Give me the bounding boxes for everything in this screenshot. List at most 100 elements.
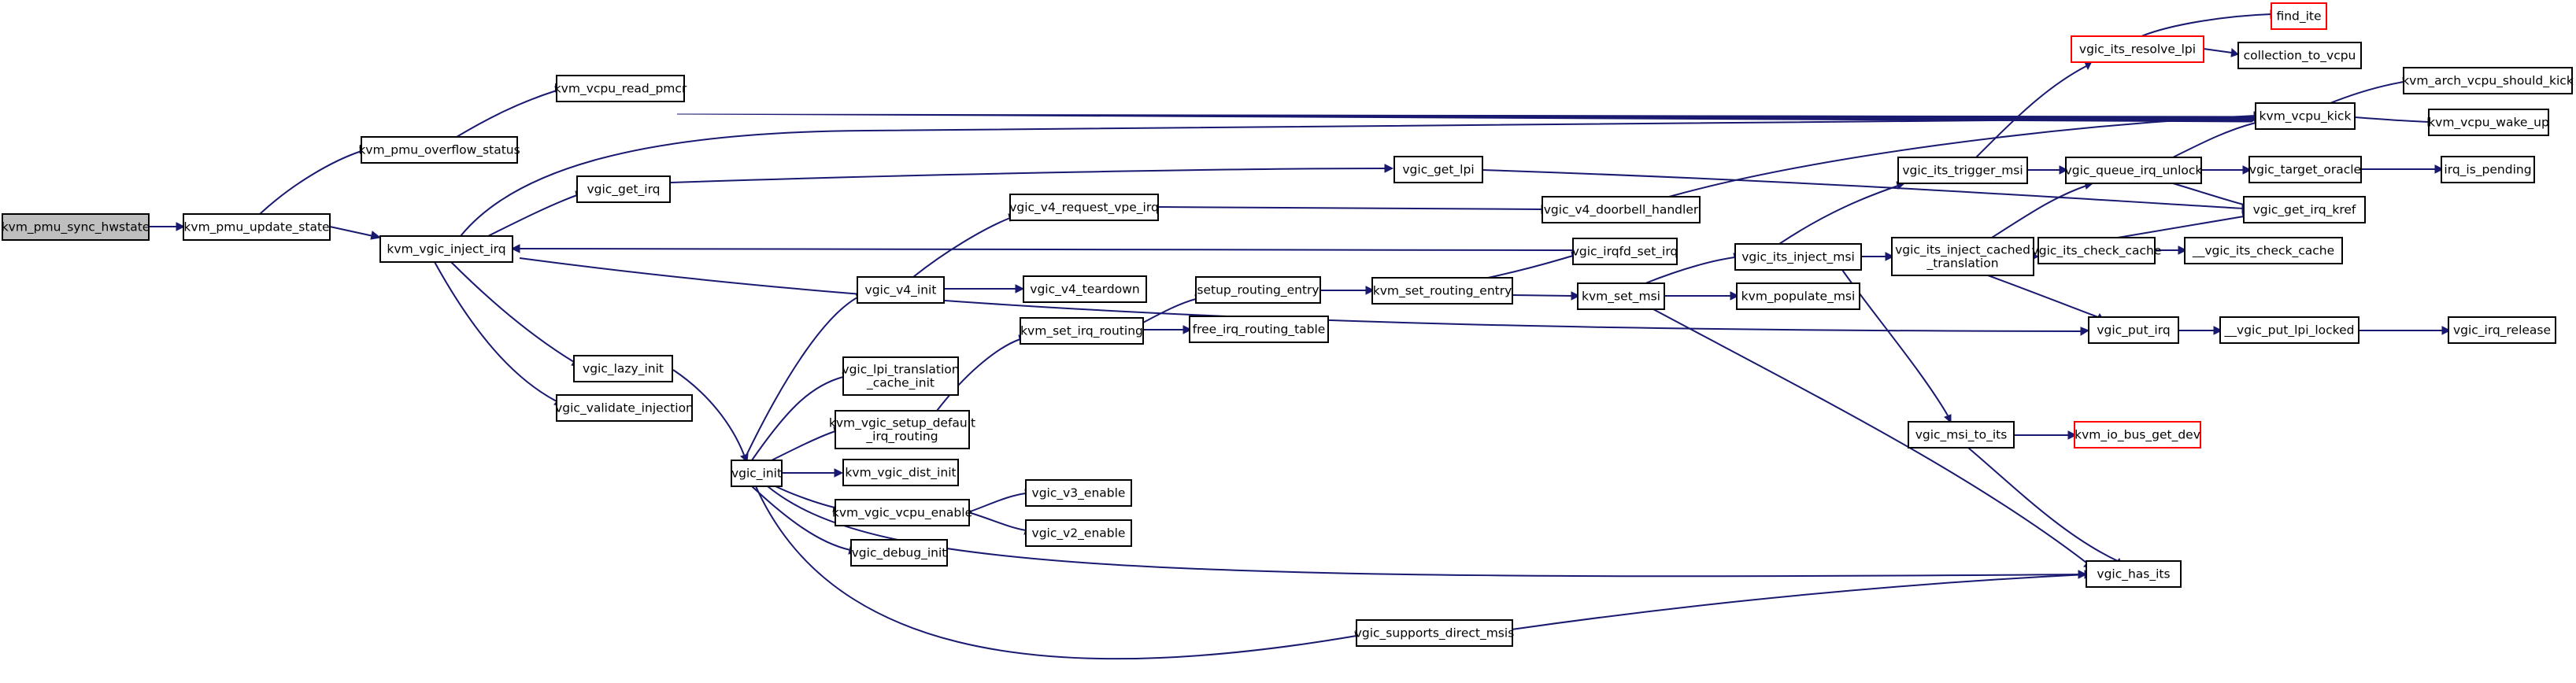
function-node-vgic-its-check-cache[interactable]: __vgic_its_check_cache <box>2184 237 2343 264</box>
call-edge-arrowhead <box>1571 291 1581 301</box>
call-edge <box>1987 275 2104 322</box>
function-node-kvm-vcpu-read-pmcr[interactable]: kvm_vcpu_read_pmcr <box>554 75 687 102</box>
function-node-box <box>183 213 331 241</box>
function-node-kvm-set-routing-entry[interactable]: kvm_set_routing_entry <box>1371 277 1513 305</box>
function-node-kvm-vcpu-wake-up[interactable]: kvm_vcpu_wake_up <box>2428 109 2549 136</box>
call-edge <box>1967 447 2123 567</box>
function-node-irq-is-pending[interactable]: irq_is_pending <box>2441 156 2535 183</box>
function-node-vgic-its-trigger-msi[interactable]: vgic_its_trigger_msi <box>1897 157 2028 184</box>
function-node-kvm-vgic-vcpu-enable[interactable]: kvm_vgic_vcpu_enable <box>832 499 972 526</box>
function-node-vgic-get-lpi[interactable]: vgic_get_lpi <box>1393 156 1483 183</box>
call-edge <box>1664 291 1740 301</box>
function-node-setup-routing-entry[interactable]: setup_routing_entry <box>1195 276 1321 304</box>
function-node-box <box>2088 316 2179 344</box>
function-node-vgic-v4-request-vpe-irq[interactable]: vgic_v4_request_vpe_irq <box>1009 194 1159 221</box>
function-node-vgic-its-inject-cached-translation[interactable]: vgic_its_inject_cached_translation <box>1891 237 2034 276</box>
function-node-vgic-lazy-init[interactable]: vgic_lazy_init <box>573 355 673 382</box>
function-node-label: free_irq_routing_table <box>1193 323 1326 338</box>
function-node-vgic-get-irq-kref[interactable]: vgic_get_irq_kref <box>2243 196 2366 223</box>
function-node-vgic-v4-doorbell-handler[interactable]: vgic_v4_doorbell_handler <box>1542 196 1701 223</box>
call-edge-arrowhead <box>510 244 520 253</box>
function-node-kvm-pmu-update-state[interactable]: kvm_pmu_update_state <box>183 213 331 241</box>
call-edge <box>1157 205 1551 214</box>
function-node-vgic-put-lpi-locked[interactable]: __vgic_put_lpi_locked <box>2219 316 2359 344</box>
function-node-kvm-vcpu-kick[interactable]: kvm_vcpu_kick <box>2255 102 2356 130</box>
function-node-vgic-init[interactable]: vgic_init <box>731 460 783 487</box>
function-node-kvm-arch-vcpu-should-kick[interactable]: kvm_arch_vcpu_should_kick <box>2402 67 2574 94</box>
call-edge-line <box>775 485 835 508</box>
function-node-box <box>573 355 673 382</box>
call-edge <box>2361 164 2445 174</box>
function-node-box <box>2248 156 2362 183</box>
function-node-vgic-put-irq[interactable]: vgic_put_irq <box>2088 316 2179 344</box>
function-node-label: vgic_init <box>731 467 782 482</box>
call-edge-arrowhead <box>2178 246 2188 255</box>
call-edge <box>783 468 844 478</box>
function-node-free-irq-routing-table[interactable]: free_irq_routing_table <box>1189 316 1329 343</box>
function-node-kvm-io-bus-get-dev[interactable]: kvm_io_bus_get_dev <box>2074 421 2201 449</box>
function-node-vgic-v4-teardown[interactable]: vgic_v4_teardown <box>1023 275 1147 303</box>
function-node-vgic-v2-enable[interactable]: vgic_v2_enable <box>1025 519 1132 547</box>
function-node-kvm-pmu-sync-hwstate: kvm_pmu_sync_hwstate <box>2 213 150 241</box>
call-edge-arrowhead <box>176 222 186 231</box>
function-node-label: vgic_v3_enable <box>1032 486 1126 501</box>
call-edge <box>1143 325 1193 334</box>
function-node-vgic-validate-injection[interactable]: vgic_validate_injection <box>555 394 694 422</box>
function-node-box <box>1891 237 2034 276</box>
function-node-vgic-has-its[interactable]: vgic_has_its <box>2086 560 2182 588</box>
function-node-label: vgic_v4_init <box>865 283 937 298</box>
function-node-kvm-populate-msi[interactable]: kvm_populate_msi <box>1736 282 1860 310</box>
function-node-label: kvm_arch_vcpu_should_kick <box>2402 74 2574 89</box>
function-node-vgic-irq-release[interactable]: vgic_irq_release <box>2448 316 2556 344</box>
function-node-vgic-its-check-cache[interactable]: vgic_its_check_cache <box>2032 237 2162 264</box>
call-edge-arrowhead <box>1365 286 1375 295</box>
function-node-vgic-get-irq[interactable]: vgic_get_irq <box>576 175 671 203</box>
function-node-label: vgic_lazy_init <box>583 362 664 377</box>
function-node-vgic-v3-enable[interactable]: vgic_v3_enable <box>1025 479 1132 507</box>
call-edge-line <box>2330 81 2404 104</box>
call-edge-arrowhead <box>1730 291 1740 301</box>
function-node-vgic-v4-init[interactable]: vgic_v4_init <box>857 276 945 304</box>
function-node-kvm-pmu-overflow-status[interactable]: kvm_pmu_overflow_status <box>358 136 520 164</box>
function-node-label: vgic_v4_doorbell_handler <box>1544 203 1699 218</box>
call-edge <box>2359 326 2452 335</box>
function-node-label: kvm_vgic_vcpu_enable <box>832 506 972 521</box>
function-node-find-ite[interactable]: find_ite <box>2271 2 2327 30</box>
call-edge-line <box>1987 275 2099 318</box>
call-edge-arrowhead <box>2434 164 2445 174</box>
function-node-box <box>1908 421 2015 449</box>
function-node-vgic-msi-to-its[interactable]: vgic_msi_to_its <box>1908 421 2015 449</box>
function-node-kvm-vgic-dist-init[interactable]: kvm_vgic_dist_init <box>842 459 959 486</box>
function-node-vgic-irqfd-set-irq[interactable]: vgic_irqfd_set_irq <box>1572 238 1678 265</box>
call-edge-line <box>2354 116 2430 123</box>
function-node-kvm-set-msi[interactable]: kvm_set_msi <box>1577 282 1665 310</box>
call-edge <box>763 426 842 465</box>
function-node-label: _translation <box>1926 257 1998 271</box>
call-edge <box>2155 246 2188 255</box>
function-node-vgic-queue-irq-unlock[interactable]: vgic_queue_irq_unlock <box>2065 157 2203 184</box>
function-node-box <box>842 356 959 396</box>
function-node-vgic-its-resolve-lpi[interactable]: vgic_its_resolve_lpi <box>2071 35 2204 63</box>
function-node-box <box>379 235 513 263</box>
function-node-vgic-target-oracle[interactable]: vgic_target_oracle <box>2248 156 2362 183</box>
call-edge <box>1511 570 2094 630</box>
function-node-label: vgic_lpi_translation <box>842 363 959 378</box>
function-node-vgic-supports-direct-msis[interactable]: vgic_supports_direct_msis <box>1355 619 1515 647</box>
call-edge <box>1991 181 2093 238</box>
call-edge-line <box>1645 257 1736 284</box>
call-edge-arrowhead <box>2441 326 2452 335</box>
function-node-vgic-its-inject-msi[interactable]: vgic_its_inject_msi <box>1734 243 1862 271</box>
function-node-kvm-vgic-setup-default-irq-routing[interactable]: kvm_vgic_setup_default_irq_routing <box>829 410 975 449</box>
function-node-box <box>1025 519 1132 547</box>
call-edge <box>2027 165 2069 175</box>
call-edge <box>2178 326 2223 335</box>
function-node-vgic-lpi-translation-cache-init[interactable]: vgic_lpi_translation_cache_init <box>842 356 960 396</box>
call-edge <box>912 213 1017 278</box>
function-node-vgic-debug-init[interactable]: vgic_debug_init <box>850 539 948 567</box>
function-node-kvm-vgic-inject-irq[interactable]: kvm_vgic_inject_irq <box>379 235 513 263</box>
function-node-kvm-set-irq-routing[interactable]: kvm_set_irq_routing <box>1020 317 1144 345</box>
function-node-label: setup_routing_entry <box>1197 283 1319 298</box>
function-node-collection-to-vcpu[interactable]: collection_to_vcpu <box>2237 42 2362 69</box>
call-edge-arrowhead <box>2067 430 2078 440</box>
